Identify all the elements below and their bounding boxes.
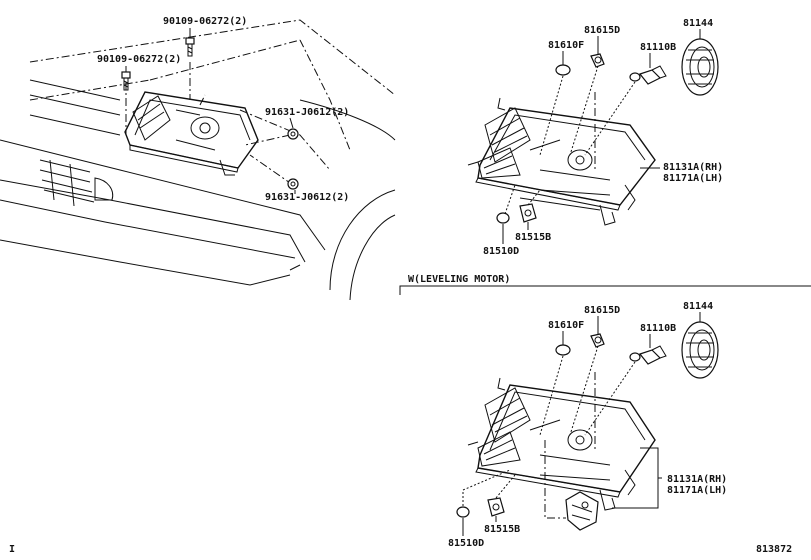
label-bottom-cap: 81144: [683, 301, 713, 312]
bottom-socket-icon: [487, 497, 505, 517]
left-bolt-top-icon: [185, 37, 195, 57]
label-bottom-unit-rh: 81131A(RH): [667, 474, 727, 485]
label-left-bolt-mid: 90109-06272(2): [97, 54, 181, 65]
label-bottom-bulb: 81610F: [548, 320, 584, 331]
vehicle-body-outline: [0, 19, 396, 301]
label-left-nut-lower: 91631-J0612(2): [265, 192, 349, 203]
section-title: W(LEVELING MOTOR): [408, 274, 510, 285]
label-top-bulb-socket: 81615D: [584, 25, 620, 36]
top-main-bulb-icon: [629, 65, 667, 85]
label-bottom-main-bulb: 81110B: [640, 323, 676, 334]
label-top-main-bulb: 81110B: [640, 42, 676, 53]
bottom-bulb-socket-icon: [590, 333, 605, 348]
top-cap-icon: [681, 38, 719, 96]
label-top-cap: 81144: [683, 18, 713, 29]
label-top-unit-lh: 81171A(LH): [663, 173, 723, 184]
top-bulb-socket-icon: [590, 53, 605, 68]
label-bottom-socket: 81515B: [484, 524, 520, 535]
diagram-number: 813872: [756, 544, 792, 555]
label-bottom-bulb-socket: 81615D: [584, 305, 620, 316]
label-left-nut-upper: 91631-J0612(2): [265, 107, 349, 118]
label-bottom-unit-lh: 81171A(LH): [667, 485, 727, 496]
bottom-small-bulb-icon: [456, 506, 470, 518]
top-small-bulb-icon: [496, 212, 510, 224]
bottom-bulb-icon: [555, 344, 571, 356]
left-nut-upper-icon: [287, 128, 299, 140]
label-top-unit-rh: 81131A(RH): [663, 162, 723, 173]
label-left-bolt-top: 90109-06272(2): [163, 16, 247, 27]
label-bottom-small-bulb: 81510D: [448, 538, 484, 549]
left-headlamp-assembly: [124, 91, 259, 176]
section-bracket: [399, 285, 811, 295]
left-nut-lower-icon: [287, 178, 299, 190]
top-bulb-icon: [555, 64, 571, 76]
bottom-headlamp-assembly: [467, 377, 656, 511]
top-headlamp-assembly: [467, 97, 656, 226]
label-top-socket: 81515B: [515, 232, 551, 243]
bottom-cap-icon: [681, 321, 719, 379]
bottom-main-bulb-icon: [629, 345, 667, 365]
corner-mark: I: [9, 544, 15, 555]
label-top-bulb: 81610F: [548, 40, 584, 51]
top-leader-lines: [504, 65, 660, 215]
top-socket-icon: [519, 203, 537, 223]
leveling-motor-icon: [565, 491, 599, 531]
label-top-small-bulb: 81510D: [483, 246, 519, 257]
bottom-leader-lines: [462, 345, 662, 519]
